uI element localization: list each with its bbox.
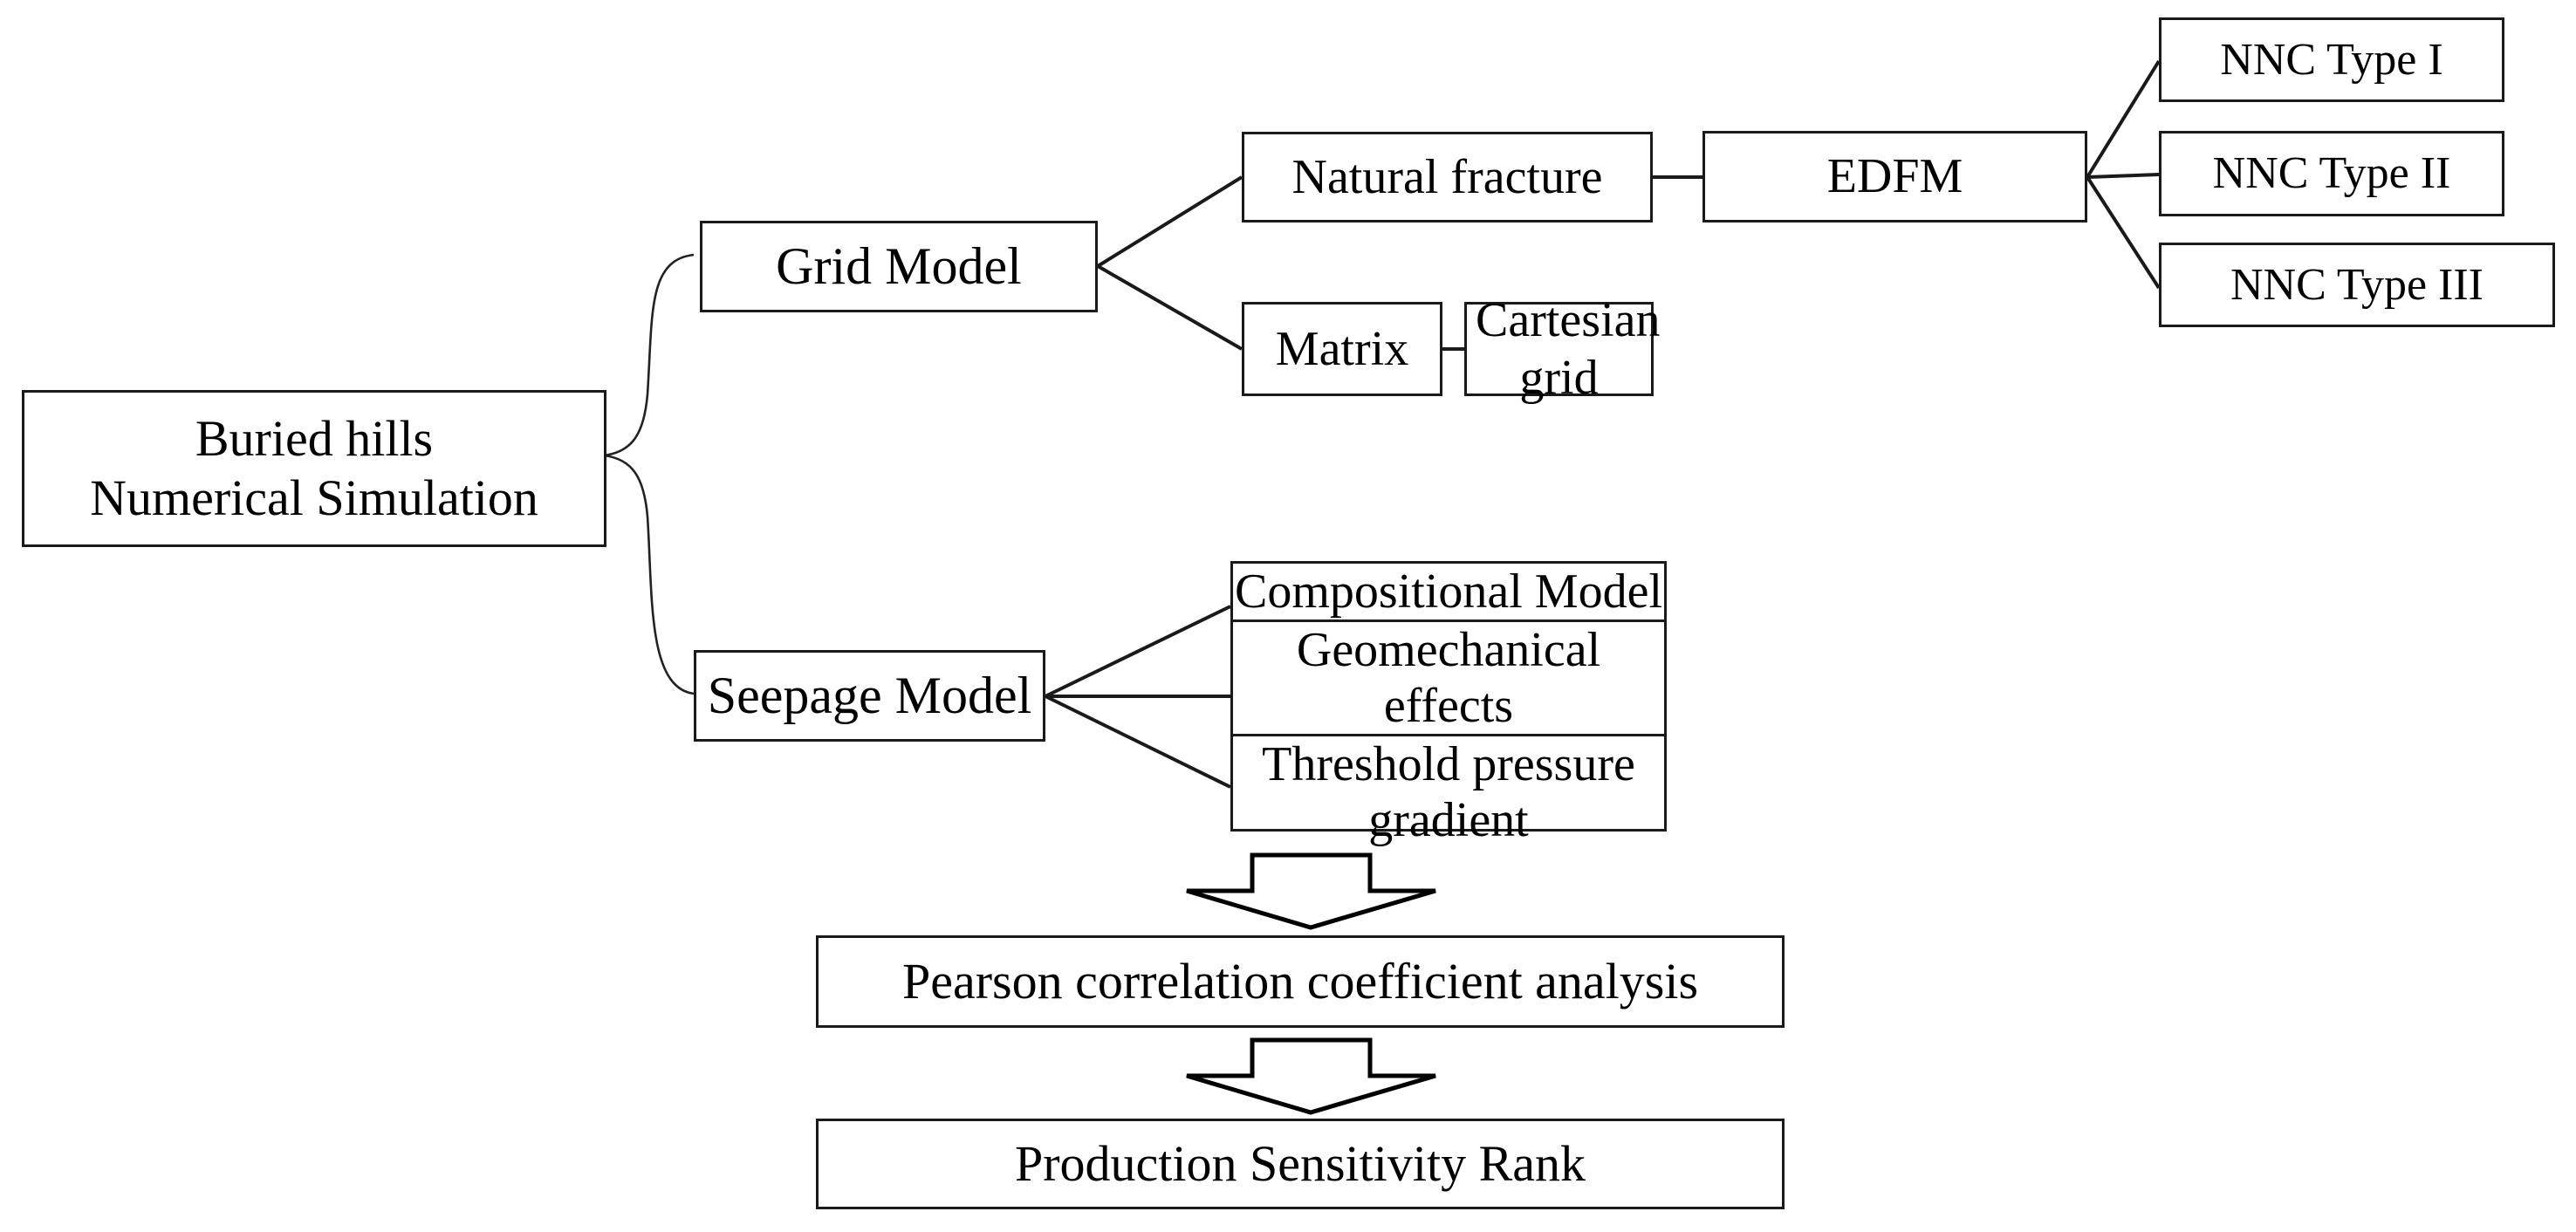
node-matrix[interactable]: Matrix bbox=[1242, 302, 1442, 396]
down-block-arrow-2-icon bbox=[1186, 1037, 1436, 1115]
node-root[interactable]: Buried hills Numerical Simulation bbox=[22, 390, 606, 547]
edfm-to-nnc-type-2-line bbox=[2086, 173, 2160, 179]
node-root-line2: Numerical Simulation bbox=[90, 469, 538, 526]
node-seepage-model-label: Seepage Model bbox=[707, 667, 1032, 725]
node-nnc-type-2[interactable]: NNC Type II bbox=[2159, 131, 2504, 216]
down-block-arrow-1-icon bbox=[1186, 852, 1436, 930]
node-threshold-pressure-gradient-label: Threshold pressure gradient bbox=[1262, 737, 1635, 847]
node-production-sensitivity-rank-label: Production Sensitivity Rank bbox=[1014, 1134, 1586, 1192]
node-nnc-type-2-label: NNC Type II bbox=[2212, 148, 2451, 199]
node-geomechanical-effects-label: Geomechanical effects bbox=[1296, 623, 1601, 733]
seepage-to-compositional-line bbox=[1045, 605, 1231, 698]
grid-to-matrix-line bbox=[1097, 264, 1243, 351]
node-cartesian-grid[interactable]: Cartesian grid bbox=[1464, 293, 1660, 405]
node-seepage-model[interactable]: Seepage Model bbox=[694, 650, 1045, 742]
seepage-children-stack: Compositional Model Geomechanical effect… bbox=[1230, 561, 1667, 847]
node-edfm-label: EDFM bbox=[1826, 149, 1963, 204]
node-nnc-type-1-label: NNC Type I bbox=[2220, 34, 2443, 85]
node-grid-model[interactable]: Grid Model bbox=[700, 221, 1098, 312]
node-matrix-label: Matrix bbox=[1275, 321, 1409, 376]
node-production-sensitivity-rank[interactable]: Production Sensitivity Rank bbox=[816, 1119, 1785, 1209]
edfm-to-nnc-type-1-line bbox=[2086, 59, 2161, 179]
node-geomechanical-effects[interactable]: Geomechanical effects bbox=[1233, 622, 1664, 736]
node-root-line1: Buried hills bbox=[195, 409, 434, 467]
node-nnc-type-1[interactable]: NNC Type I bbox=[2159, 17, 2504, 102]
node-natural-fracture[interactable]: Natural fracture bbox=[1242, 132, 1653, 222]
node-pearson-analysis[interactable]: Pearson correlation coefficient analysis bbox=[816, 935, 1785, 1028]
node-compositional-model[interactable]: Compositional Model bbox=[1233, 564, 1664, 622]
edfm-to-nnc-type-3-line bbox=[2086, 175, 2161, 290]
node-root-label: Buried hills Numerical Simulation bbox=[24, 409, 604, 529]
node-natural-fracture-label: Natural fracture bbox=[1291, 149, 1603, 204]
root-brace-lower-icon bbox=[603, 454, 695, 695]
seepage-to-threshold-line bbox=[1045, 695, 1231, 789]
node-cartesian-grid-label: Cartesian grid bbox=[1476, 292, 1661, 405]
node-nnc-type-3[interactable]: NNC Type III bbox=[2159, 243, 2555, 327]
node-grid-model-label: Grid Model bbox=[776, 237, 1022, 296]
node-compositional-model-label: Compositional Model bbox=[1235, 565, 1662, 619]
node-pearson-analysis-label: Pearson correlation coefficient analysis bbox=[901, 952, 1699, 1010]
node-threshold-pressure-gradient[interactable]: Threshold pressure gradient bbox=[1233, 736, 1664, 848]
grid-to-natural-fracture-line bbox=[1096, 175, 1243, 268]
node-nnc-type-3-label: NNC Type III bbox=[2230, 259, 2484, 310]
root-brace-upper-icon bbox=[603, 253, 695, 457]
node-edfm[interactable]: EDFM bbox=[1702, 131, 2087, 222]
